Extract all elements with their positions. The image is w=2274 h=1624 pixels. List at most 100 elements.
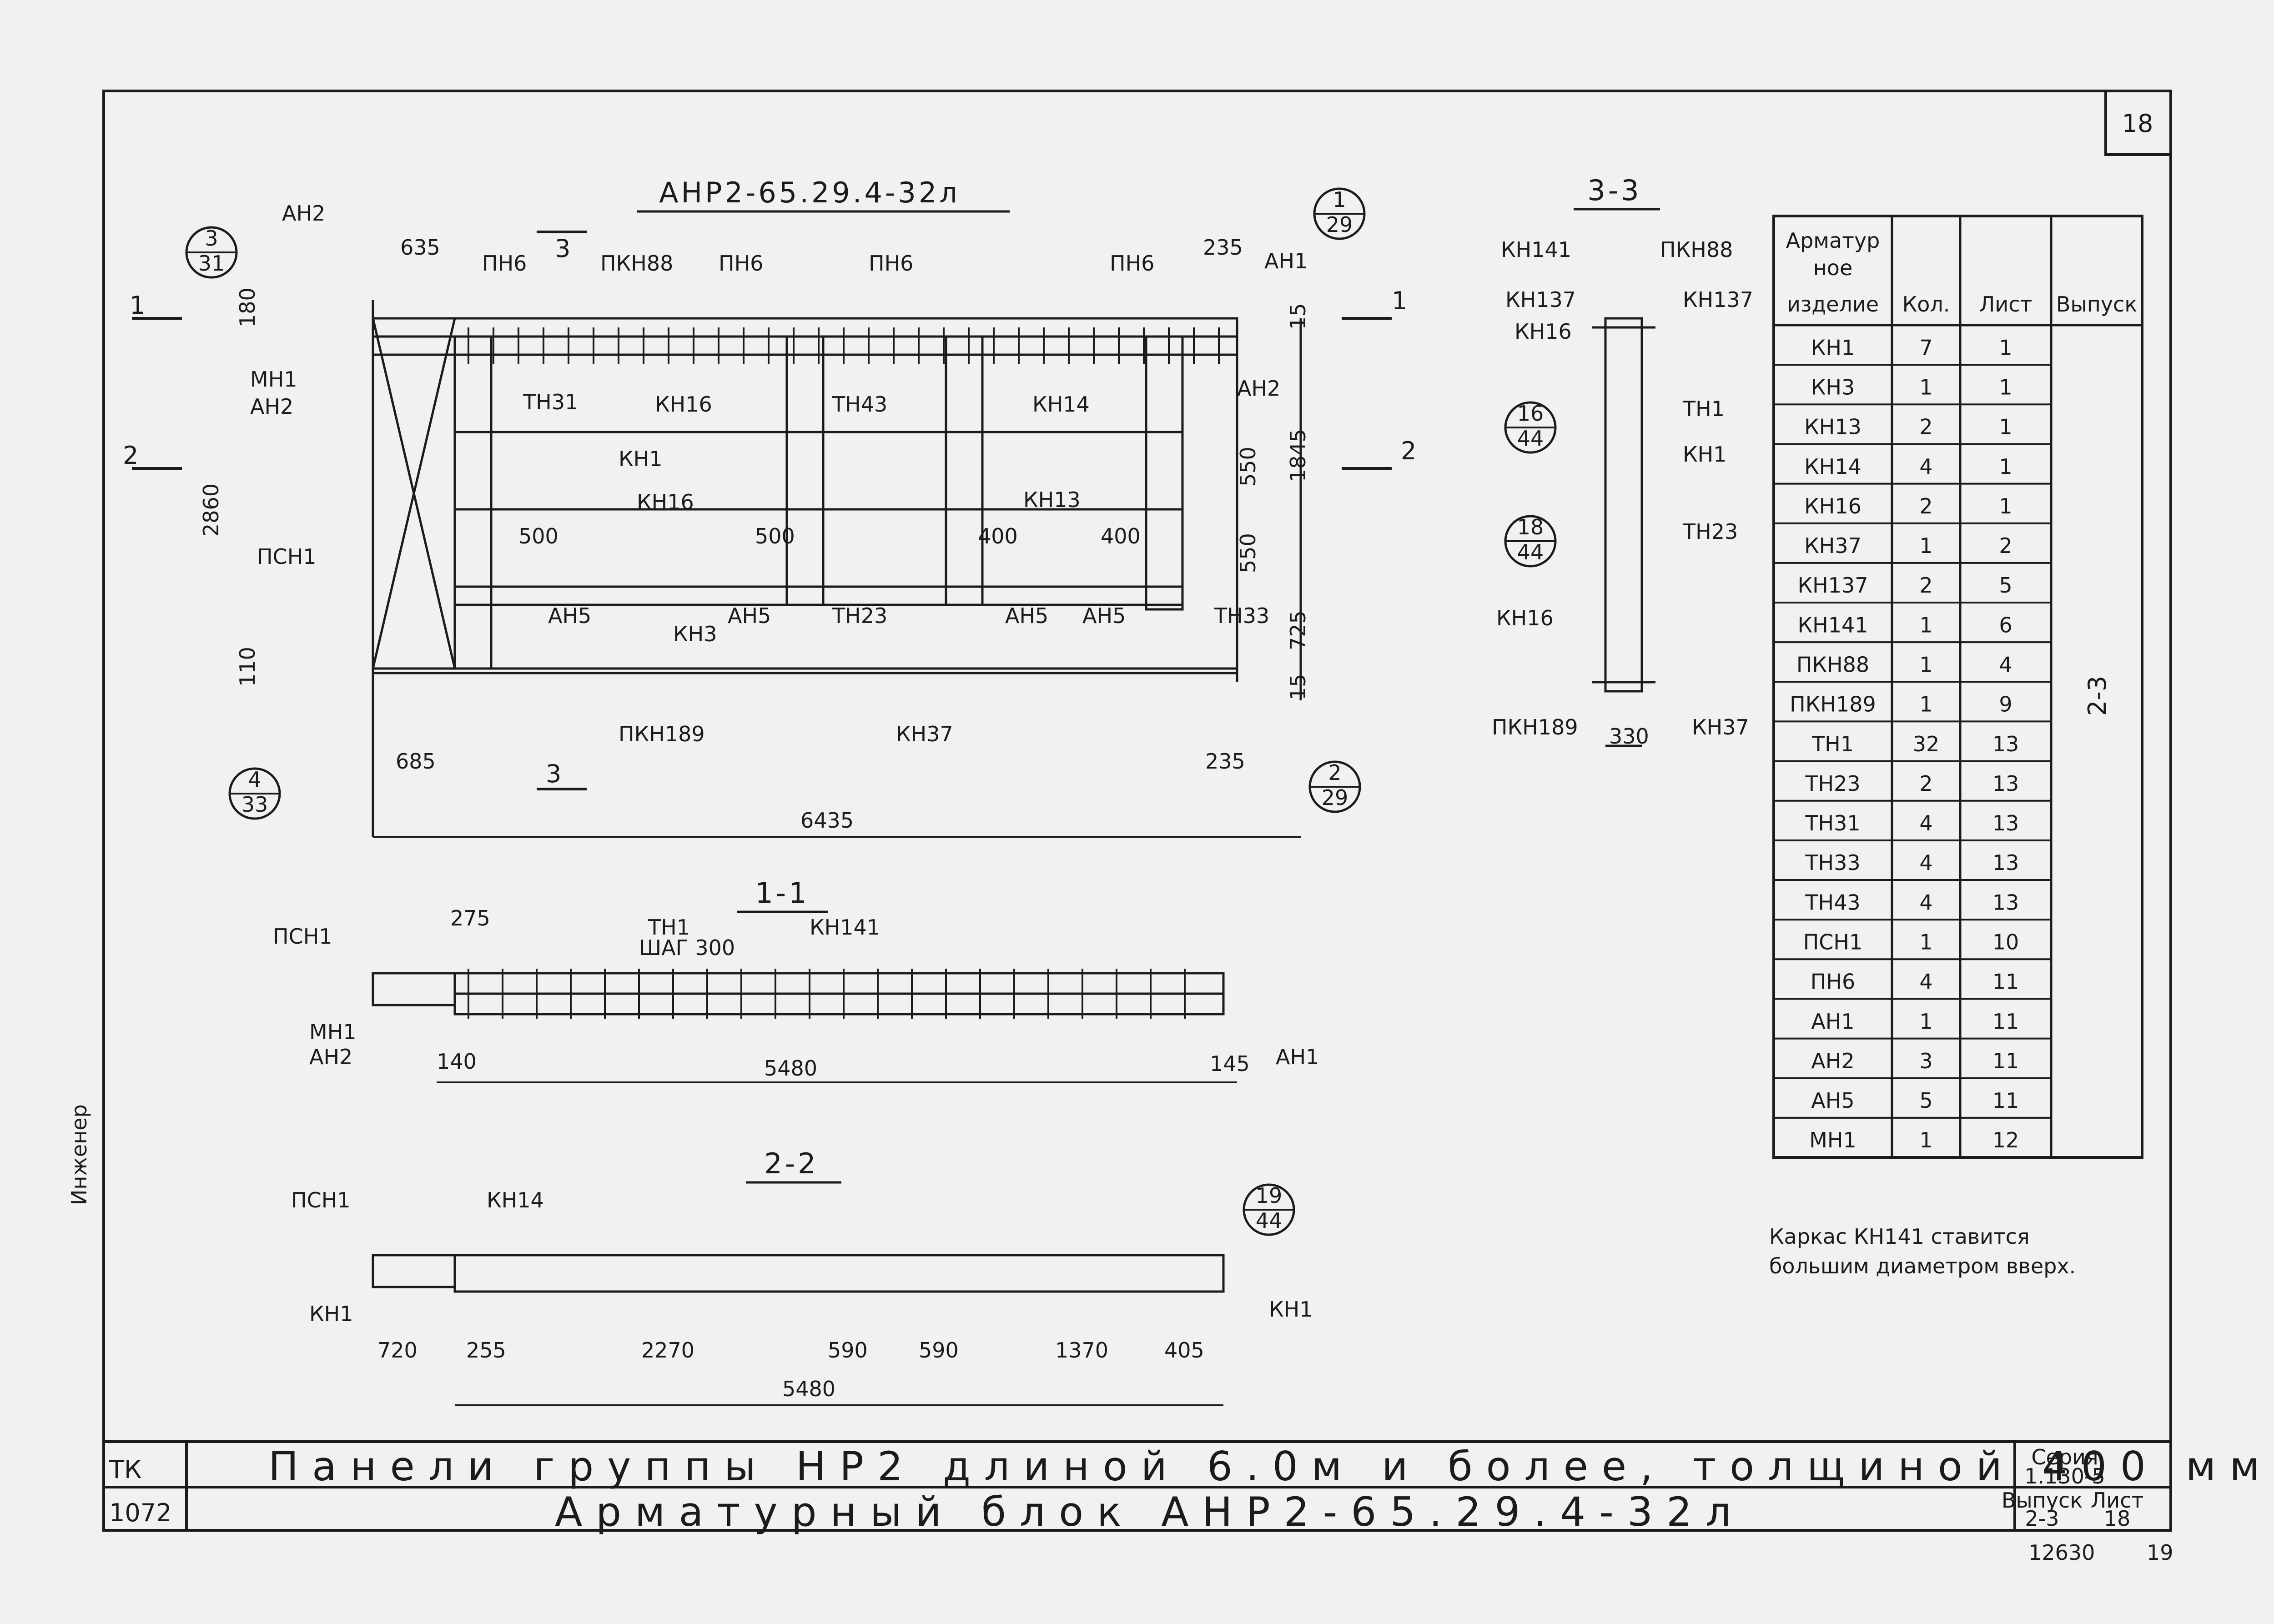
section-22-geometry	[372, 1254, 1225, 1293]
callout-16-44: 16 44	[1504, 401, 1557, 454]
svg-text:2860: 2860	[199, 483, 223, 537]
table-cell-sheet: 13	[1992, 732, 2019, 756]
callout-18-44: 18 44	[1504, 515, 1557, 568]
svg-text:29: 29	[1326, 212, 1353, 237]
svg-text:АН1: АН1	[1264, 249, 1308, 273]
svg-text:235: 235	[1205, 749, 1245, 774]
table-cell-item: КН141	[1797, 613, 1868, 637]
svg-text:АН1: АН1	[1276, 1045, 1319, 1069]
svg-text:КН137: КН137	[1683, 287, 1753, 312]
title-block: ТК 1072 Панели группы НР2 длиной 6.0м и …	[109, 1443, 2274, 1565]
table-cell-item: ТН31	[1805, 811, 1860, 835]
table-issue-value: 2-3	[2083, 676, 2112, 716]
table-cell-sheet: 11	[1992, 970, 2019, 994]
svg-text:большим диаметром вверх.: большим диаметром вверх.	[1769, 1254, 2076, 1278]
table-cell-item: КН37	[1804, 533, 1861, 558]
table-cell-sheet: 11	[1992, 1009, 2019, 1034]
table-cell-sheet: 1	[1999, 375, 2012, 400]
svg-text:4: 4	[248, 767, 261, 792]
sheet-number: 18	[2122, 109, 2153, 138]
sheet-label: Лист	[2091, 1488, 2144, 1513]
svg-text:590: 590	[919, 1338, 959, 1363]
svg-text:5480: 5480	[764, 1056, 817, 1081]
table-cell-item: ПСН1	[1803, 930, 1863, 955]
svg-text:500: 500	[755, 524, 795, 548]
svg-text:МН1: МН1	[309, 1020, 357, 1044]
svg-text:2: 2	[123, 441, 138, 470]
series-label: Серия	[2031, 1445, 2098, 1469]
table-cell-sheet: 1	[1999, 335, 2012, 360]
table-cell-qty: 1	[1919, 533, 1932, 558]
svg-text:ПКН189: ПКН189	[619, 722, 705, 746]
svg-text:ПКН189: ПКН189	[1492, 715, 1578, 739]
callout-4-33: 4 33	[228, 767, 281, 820]
callout-2-29: 2 29	[1308, 760, 1361, 813]
svg-text:АН5: АН5	[1005, 603, 1048, 628]
svg-text:16: 16	[1517, 401, 1544, 426]
table-cell-item: ПКН189	[1790, 692, 1876, 717]
svg-text:АН5: АН5	[1082, 603, 1126, 628]
table-cell-item: КН1	[1811, 335, 1855, 360]
section-11-geometry	[372, 972, 1225, 1016]
svg-text:1: 1	[1333, 187, 1346, 212]
main-view-reinforcement	[372, 300, 1302, 837]
table-cell-qty: 4	[1919, 454, 1932, 479]
svg-text:110: 110	[235, 647, 260, 687]
main-view-title: АНР2-65.29.4-32л	[659, 176, 960, 209]
table-header-sheet: Лист	[1979, 292, 2033, 317]
svg-text:550: 550	[1236, 447, 1260, 487]
table-header-item-2: ное	[1813, 256, 1853, 280]
svg-text:КН141: КН141	[810, 915, 880, 940]
stamp-b: 19	[2147, 1540, 2173, 1565]
table-cell-qty: 2	[1919, 573, 1932, 598]
table-cell-item: КН3	[1811, 375, 1855, 400]
svg-text:КН16: КН16	[655, 392, 712, 417]
table-cell-sheet: 1	[1999, 494, 2012, 518]
svg-text:2270: 2270	[641, 1338, 694, 1363]
svg-text:44: 44	[1517, 540, 1544, 564]
table-cell-item: ТН33	[1805, 850, 1860, 875]
main-view-stirrups	[468, 327, 1220, 1019]
svg-text:ТН1: ТН1	[1682, 397, 1725, 421]
svg-text:255: 255	[466, 1338, 506, 1363]
table-cell-sheet: 13	[1992, 811, 2019, 835]
table-cell-item: МН1	[1809, 1128, 1856, 1152]
svg-text:ПН6: ПН6	[482, 251, 527, 276]
svg-text:ПСН1: ПСН1	[291, 1188, 351, 1212]
table-cell-qty: 5	[1919, 1088, 1932, 1113]
table-cell-sheet: 6	[1999, 613, 2012, 637]
margin-text: Инженер	[67, 1104, 91, 1205]
svg-text:15: 15	[1286, 303, 1310, 330]
svg-text:44: 44	[1517, 426, 1544, 451]
table-cell-item: КН13	[1804, 415, 1861, 439]
svg-text:2: 2	[1328, 760, 1341, 785]
section-33-labels: КН141 ПКН88 КН137 КН137 КН16 ТН1 КН1 ТН2…	[1492, 237, 1753, 749]
svg-text:КН16: КН16	[1514, 319, 1572, 344]
svg-text:2: 2	[1401, 437, 1416, 465]
sheet-value: 18	[2104, 1506, 2131, 1531]
svg-text:КН37: КН37	[1692, 715, 1749, 739]
svg-text:1: 1	[130, 291, 145, 320]
table-cell-sheet: 2	[1999, 533, 2012, 558]
title-line-1: Панели группы НР2 длиной 6.0м и более, т…	[268, 1443, 2274, 1490]
table-cell-sheet: 12	[1992, 1128, 2019, 1152]
table-cell-sheet: 4	[1999, 653, 2012, 677]
svg-text:19: 19	[1256, 1183, 1283, 1208]
table-cell-sheet: 9	[1999, 692, 2012, 717]
svg-text:31: 31	[198, 251, 225, 276]
sheet-frame	[102, 90, 2172, 1532]
svg-text:140: 140	[437, 1049, 477, 1074]
section-mark-2: 2 2	[123, 437, 1416, 470]
title-line-2: Арматурный блок АНР2-65.29.4-32л	[555, 1488, 1745, 1535]
svg-text:КН14: КН14	[487, 1188, 544, 1212]
svg-text:ПСН1: ПСН1	[273, 924, 332, 949]
svg-text:АН2: АН2	[309, 1045, 352, 1069]
main-view-dimensions: 635 235 180 15 2860 1845 550 550 725 15 …	[199, 235, 1310, 838]
stamp: 12630	[2028, 1540, 2095, 1565]
table-cell-item: ТН43	[1805, 890, 1860, 915]
issue-label: Выпуск	[2002, 1488, 2083, 1513]
table-cell-qty: 2	[1919, 415, 1932, 439]
table-cell-qty: 1	[1919, 613, 1932, 637]
svg-text:КН137: КН137	[1505, 287, 1576, 312]
